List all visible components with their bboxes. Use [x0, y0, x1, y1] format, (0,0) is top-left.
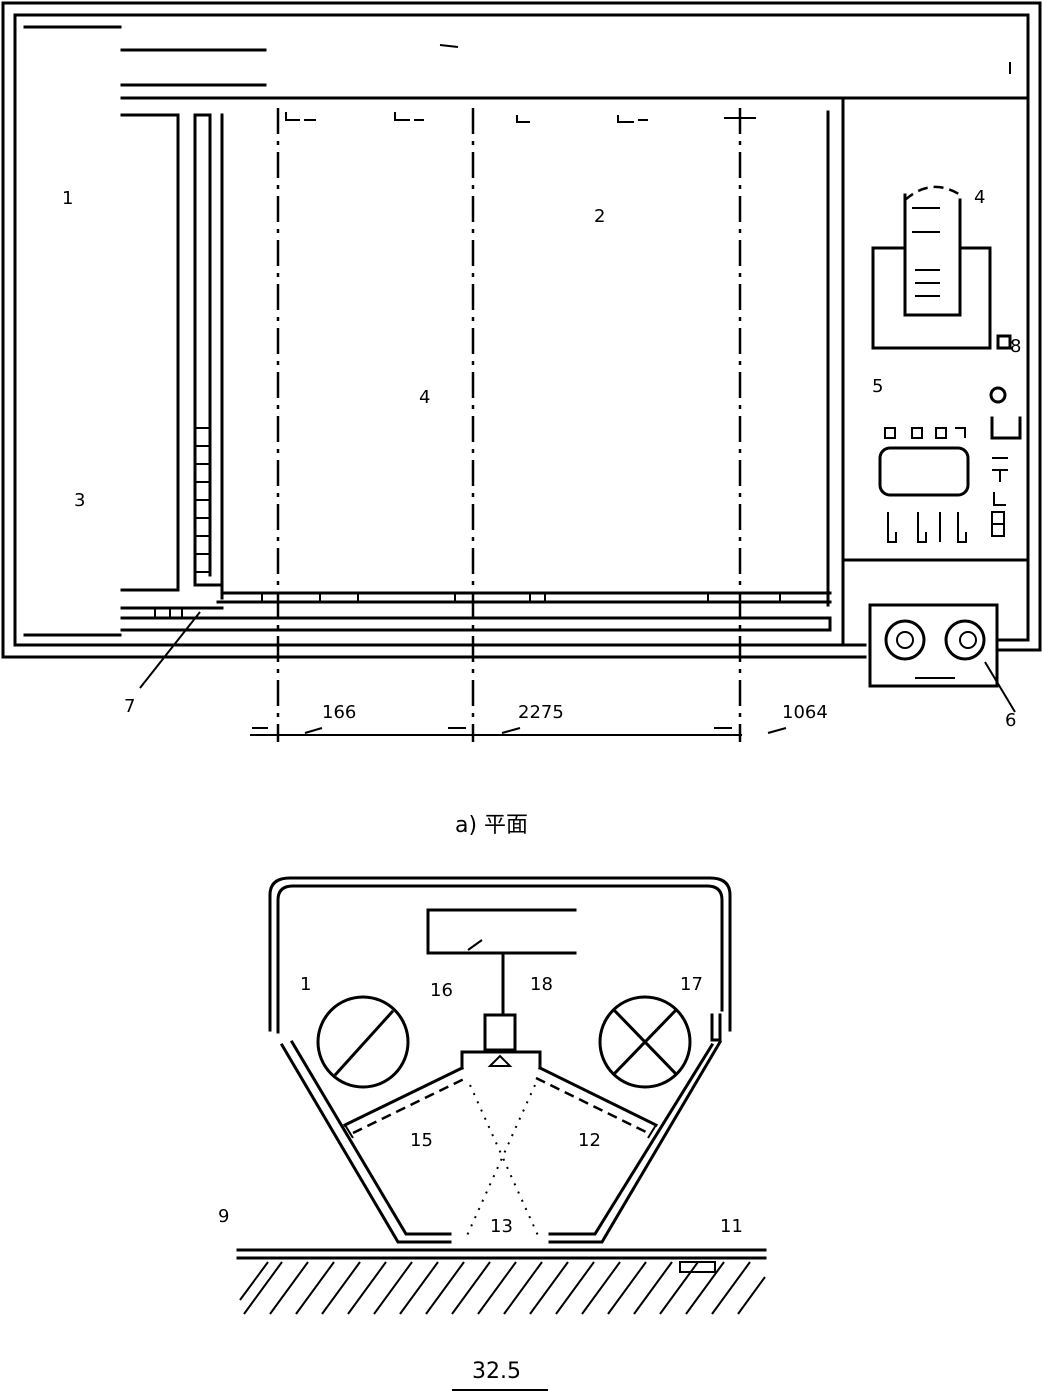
housing [268, 876, 732, 1042]
dimension-3: 1064 [782, 702, 828, 723]
ground-hatching [239, 1261, 766, 1315]
reflector-plates [342, 1065, 659, 1139]
plan-view-caption: a) 平面 [455, 813, 528, 838]
label-6: 6 [1005, 710, 1016, 731]
plan-view: 166 2275 1064 [1, 1, 1042, 838]
section-label-12: 12 [578, 1130, 601, 1151]
section-label-18: 18 [530, 974, 553, 995]
main-chamber [120, 110, 832, 632]
label-8: 8 [1010, 336, 1021, 357]
inner-frame [13, 13, 1030, 647]
section-label-17: 17 [680, 974, 703, 995]
label-7: 7 [124, 696, 135, 717]
label-3: 3 [74, 490, 85, 511]
leader-lines [139, 611, 1016, 713]
right-equipment-panel [841, 96, 1030, 688]
rail-ticks [261, 593, 781, 602]
ground [236, 1248, 767, 1315]
section-label-1: 1 [300, 974, 311, 995]
label-4-tank: 4 [974, 187, 985, 208]
lamp-left [316, 995, 410, 1089]
dimension-1: 166 [322, 702, 356, 723]
section-label-11: 11 [720, 1216, 743, 1237]
section-view-caption: 32.5 [472, 1359, 521, 1384]
section-view: 1 16 18 17 15 12 9 13 11 32.5 [218, 876, 767, 1391]
section-label-15: 15 [410, 1130, 433, 1151]
light-rays [464, 1084, 541, 1241]
label-2: 2 [594, 206, 605, 227]
lamp-right [598, 995, 692, 1089]
dimension-2: 2275 [518, 702, 564, 723]
left-channel [23, 113, 224, 637]
label-1: 1 [62, 188, 73, 209]
ladder-rungs [195, 427, 210, 573]
plan-labels: 1 2 3 4 4 5 6 7 8 [62, 187, 1021, 731]
detector-assembly [426, 908, 577, 1070]
control-unit [878, 386, 1022, 543]
hopper-walls [279, 1039, 723, 1244]
axis-head-marks [285, 112, 756, 126]
label-5: 5 [872, 376, 883, 397]
header-band [23, 25, 1030, 100]
section-labels: 1 16 18 17 15 12 9 13 11 [218, 974, 743, 1237]
section-label-16: 16 [430, 980, 453, 1001]
pump-box [868, 603, 999, 688]
centre-axes [276, 108, 756, 742]
label-4: 4 [419, 387, 430, 408]
section-label-9: 9 [218, 1206, 229, 1227]
section-label-13: 13 [490, 1216, 513, 1237]
dimension-line: 166 2275 1064 [250, 702, 828, 736]
outer-frame [1, 1, 1042, 659]
tank-unit [871, 185, 1012, 350]
